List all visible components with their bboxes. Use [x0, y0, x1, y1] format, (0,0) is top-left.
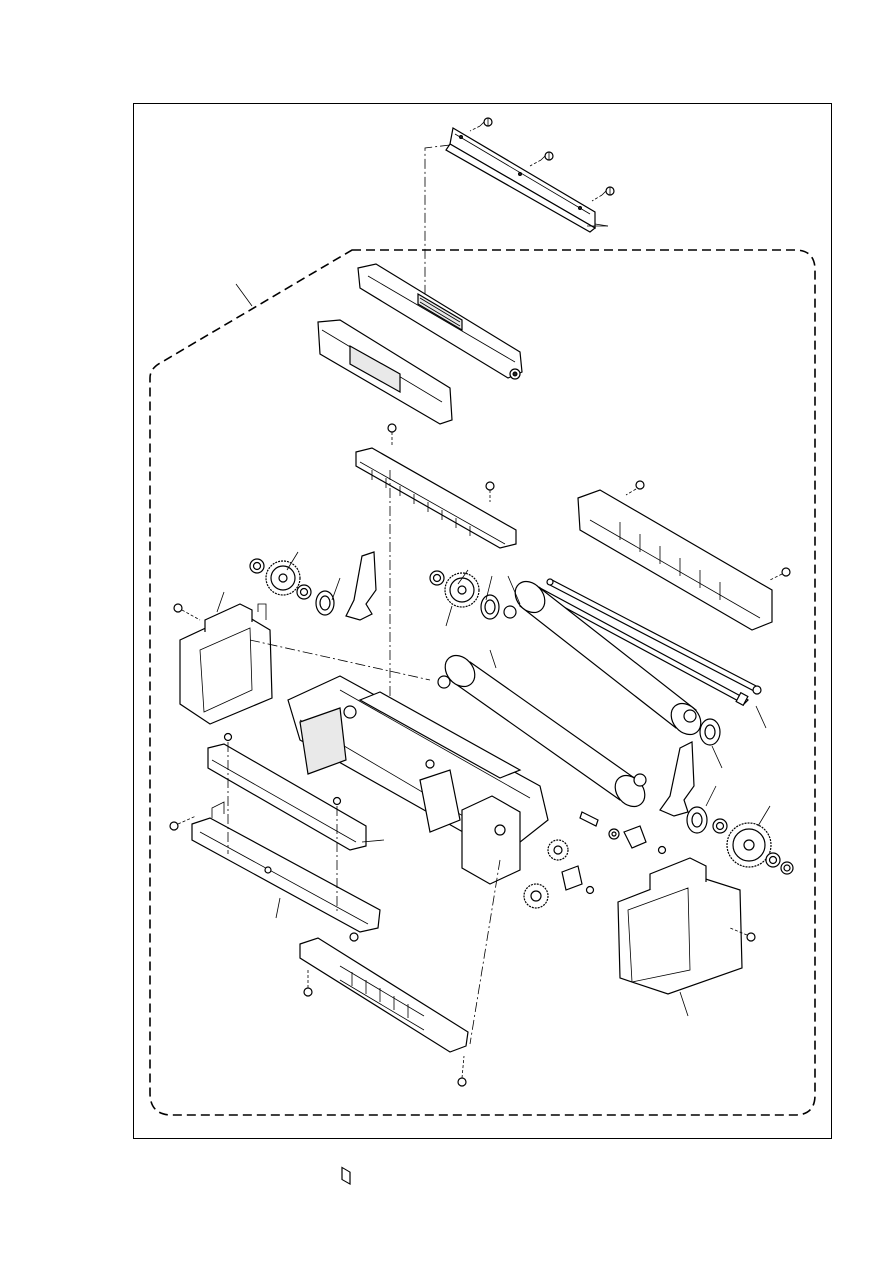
sensor-board — [299, 937, 469, 1186]
retaining-ring — [712, 818, 728, 834]
alignment-line — [424, 144, 451, 300]
release-lever — [345, 551, 377, 621]
screw — [387, 423, 397, 446]
bushing — [699, 718, 721, 746]
right-side-cover — [617, 857, 743, 995]
lower-roller — [437, 654, 647, 808]
mounting-bracket — [623, 825, 647, 849]
lower-tray — [191, 801, 381, 933]
unit-leader-line — [235, 283, 253, 307]
screw — [457, 1055, 467, 1087]
screw — [223, 732, 233, 742]
side-bracket — [461, 795, 521, 885]
retaining-ring — [296, 584, 312, 600]
upper-roller — [503, 580, 702, 736]
screw — [729, 927, 756, 942]
leader-line — [757, 805, 771, 827]
leader-line — [485, 575, 493, 601]
leader-line — [507, 575, 521, 605]
screw — [169, 815, 197, 831]
washer — [608, 828, 620, 840]
left-side-cover — [179, 603, 273, 725]
alignment-line — [249, 639, 431, 681]
retaining-ring — [429, 570, 445, 586]
gear — [265, 560, 301, 596]
leader-line — [457, 569, 469, 585]
tension-plate — [207, 743, 367, 851]
bushing — [686, 806, 708, 834]
drive-gear — [726, 822, 772, 868]
screw — [657, 845, 667, 855]
idler-gear — [547, 839, 569, 861]
screw — [349, 932, 359, 942]
gear — [444, 572, 480, 608]
screw — [529, 151, 554, 167]
top-cover-plate — [445, 127, 609, 233]
retaining-ring — [765, 852, 781, 868]
diagram-frame — [133, 103, 832, 1139]
screw — [485, 481, 495, 502]
leader-line — [216, 591, 225, 613]
release-lever — [659, 741, 695, 817]
leader-line — [275, 897, 281, 919]
leader-line — [286, 551, 299, 571]
screw — [173, 603, 201, 621]
alignment-line — [469, 859, 501, 1045]
guide-shaft — [546, 578, 762, 695]
head-cover — [317, 319, 453, 425]
idler-gear — [523, 883, 549, 909]
leader-line — [489, 649, 497, 669]
bushing — [315, 590, 335, 616]
screw — [585, 885, 595, 895]
leader-line — [361, 839, 385, 843]
screw — [303, 968, 313, 997]
leader-line — [679, 991, 689, 1017]
retaining-ring — [249, 558, 265, 574]
screw — [591, 186, 615, 202]
screw — [769, 567, 791, 581]
leader-line — [755, 705, 767, 729]
leader-line — [711, 745, 723, 769]
screw — [625, 480, 645, 496]
retaining-ring — [780, 861, 794, 875]
leader-line — [445, 605, 453, 627]
bushing — [480, 594, 500, 620]
pin — [579, 811, 599, 827]
upper-head-bracket — [357, 263, 523, 380]
leader-line — [705, 785, 717, 807]
unit-boundary — [149, 249, 816, 1116]
paper-guide-plate — [577, 489, 773, 631]
leader-line — [331, 577, 341, 601]
sensor-bar — [355, 447, 517, 549]
mounting-bracket — [561, 865, 583, 891]
screw — [469, 117, 493, 132]
screw — [332, 796, 342, 806]
